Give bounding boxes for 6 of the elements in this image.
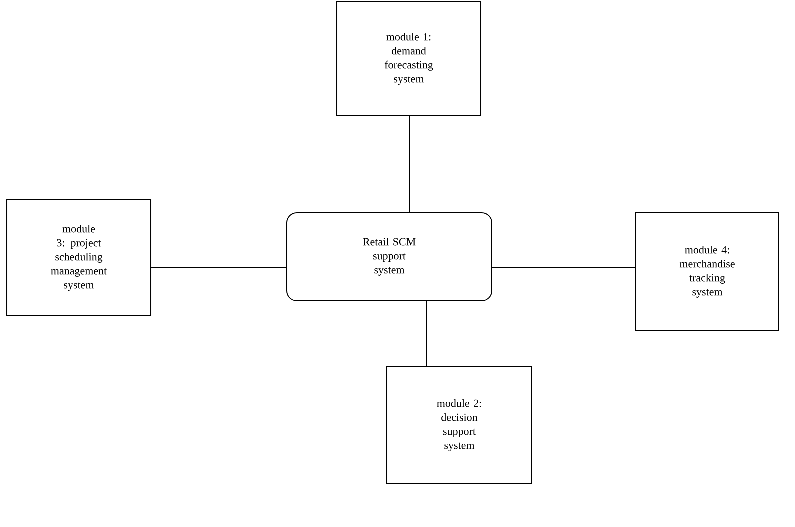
module-box: module 3: project scheduling management system (6, 200, 152, 316)
module-box: module 1: demand forecasting system (336, 2, 482, 116)
module-box: module 4: merchandise tracking system (636, 212, 780, 332)
connector-line (426, 301, 428, 367)
rounded-box: Retail SCM support system (286, 212, 492, 302)
module-box: module 2: decision support system (386, 366, 532, 484)
